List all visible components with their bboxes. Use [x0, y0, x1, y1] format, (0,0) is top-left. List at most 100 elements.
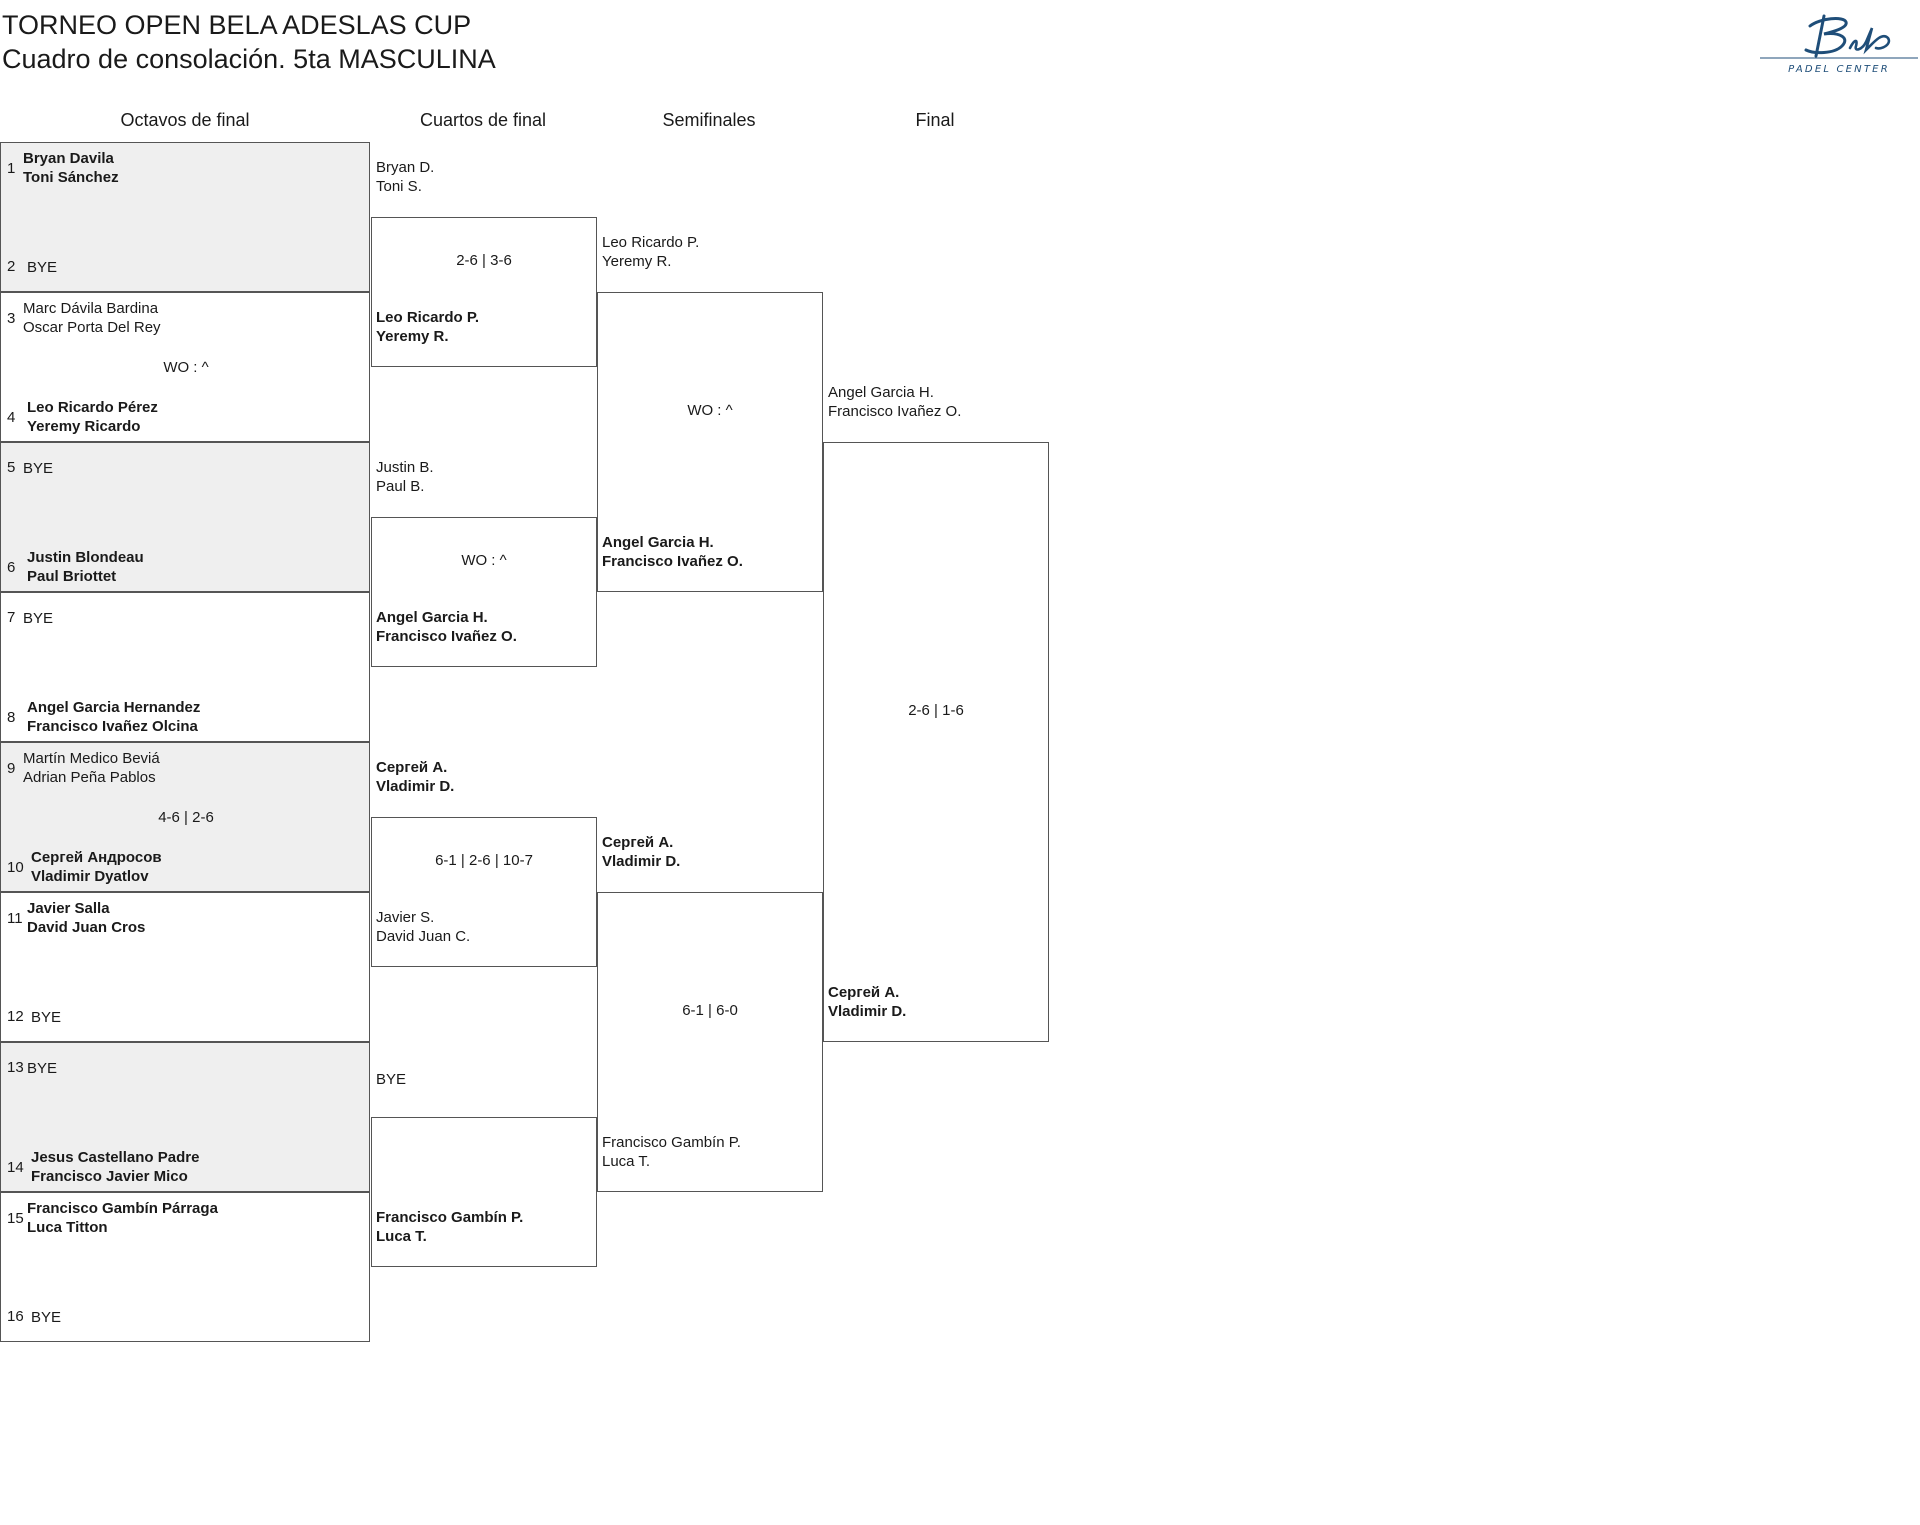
- cuartos-team-player: Bryan D.: [376, 159, 435, 176]
- team-name-player: Toni Sánchez: [23, 169, 119, 186]
- semifinales-team-player: Francisco Ivañez O.: [602, 553, 743, 570]
- cuartos-team: Javier S.David Juan C.: [376, 908, 470, 946]
- team-name: BYE: [23, 459, 53, 478]
- seed-number: 7: [7, 609, 16, 626]
- team-name: BYE: [31, 1008, 61, 1027]
- semifinales-team-player: Vladimir D.: [602, 853, 681, 870]
- semifinales-score: WO : ^: [687, 402, 733, 419]
- final-team-player: Vladimir D.: [828, 1003, 907, 1020]
- cuartos-team-player: Francisco Ivañez O.: [376, 628, 517, 645]
- cuartos-connector: [371, 817, 597, 967]
- team-name: BYE: [31, 1308, 61, 1327]
- team-name-player: Jesus Castellano Padre: [31, 1149, 200, 1166]
- seed-number: 5: [7, 459, 16, 476]
- team-name-player: BYE: [27, 1060, 58, 1077]
- team-name-player: BYE: [27, 259, 58, 276]
- semifinales-score: 6-1 | 6-0: [682, 1002, 738, 1019]
- team-name-player: Leo Ricardo Pérez: [27, 399, 158, 416]
- seed-number: 6: [7, 559, 16, 576]
- cuartos-team: Francisco Gambín P.Luca T.: [376, 1208, 523, 1246]
- cuartos-team-player: Yeremy R.: [376, 328, 449, 345]
- semifinales-team-player: Luca T.: [602, 1153, 651, 1170]
- final-score: 2-6 | 1-6: [908, 702, 964, 719]
- cuartos-team: Leo Ricardo P. Yeremy R.: [376, 308, 479, 346]
- cuartos-team: Justin B. Paul B.: [376, 458, 434, 496]
- team-name-player: BYE: [23, 610, 54, 627]
- semifinales-team-player: Leo Ricardo P.: [602, 234, 700, 251]
- team-name-player: Justin Blondeau: [27, 549, 144, 566]
- seed-number: 10: [7, 859, 24, 876]
- seed-number: 12: [7, 1008, 24, 1025]
- seed-number: 8: [7, 709, 16, 726]
- cuartos-connector: [371, 517, 597, 667]
- semifinales-team-player: Yeremy R.: [602, 253, 672, 270]
- round-header-cuartos: Cuartos de final: [419, 110, 547, 130]
- team-name-player: Francisco Gambín Párraga: [27, 1200, 218, 1217]
- final-team: Angel Garcia H. Francisco Ivañez O.: [828, 383, 961, 421]
- cuartos-team-player: Paul B.: [376, 478, 425, 495]
- cuartos-team-player: Francisco Gambín P.: [376, 1209, 524, 1226]
- cuartos-team: Сергей А.Vladimir D.: [376, 758, 454, 796]
- cuartos-team: BYE: [376, 1070, 406, 1089]
- match-score: WO : ^: [163, 359, 209, 376]
- final-team-player: Francisco Ivañez O.: [828, 403, 962, 420]
- cuartos-connector: [371, 1117, 597, 1267]
- cuartos-score: 2-6 | 3-6: [456, 252, 512, 269]
- round-header-final: Final: [915, 110, 955, 130]
- team-name: BYE: [27, 258, 57, 277]
- semifinales-team: Leo Ricardo P. Yeremy R.: [602, 233, 699, 271]
- cuartos-connector: [371, 217, 597, 367]
- team-name-player: Paul Briottet: [27, 568, 117, 585]
- team-name-player: BYE: [23, 460, 54, 477]
- bracket-subtitle: Cuadro de consolación. 5ta MASCULINA: [2, 44, 496, 74]
- team-name-player: Oscar Porta Del Rey: [23, 319, 161, 336]
- cuartos-team-player: Leo Ricardo P.: [376, 309, 480, 326]
- team-name-player: Yeremy Ricardo: [27, 418, 141, 435]
- semifinales-team-player: Сергей А.: [602, 834, 674, 851]
- cuartos-team: Bryan D. Toni S.: [376, 158, 434, 196]
- cuartos-team: Angel Garcia H.Francisco Ivañez O.: [376, 608, 517, 646]
- seed-number: 9: [7, 760, 16, 777]
- team-name-player: BYE: [31, 1309, 62, 1326]
- final-team-player: Angel Garcia H.: [828, 384, 934, 401]
- team-name-player: David Juan Cros: [27, 919, 146, 936]
- cuartos-team-player: Justin B.: [376, 459, 434, 476]
- final-connector: [823, 442, 1049, 1042]
- seed-number: 1: [7, 160, 16, 177]
- team-name: BYE: [27, 1059, 57, 1078]
- team-name-player: Сергей Андросов: [31, 849, 162, 866]
- cuartos-score: WO : ^: [461, 552, 507, 569]
- cuartos-team-player: Vladimir D.: [376, 778, 455, 795]
- team-name-player: Francisco Javier Mico: [31, 1168, 188, 1185]
- semifinales-team: Angel Garcia H.Francisco Ivañez O.: [602, 533, 743, 571]
- team-name-player: Javier Salla: [27, 900, 110, 917]
- logo-caption: PADEL CENTER: [1788, 64, 1890, 74]
- team-name-player: Angel Garcia Hernandez: [27, 699, 201, 716]
- team-name-player: Bryan Davila: [23, 150, 114, 167]
- seed-number: 2: [7, 258, 16, 275]
- team-name-player: BYE: [31, 1009, 62, 1026]
- team-name-player: Martín Medico Beviá: [23, 750, 160, 767]
- cuartos-team-player: BYE: [376, 1071, 407, 1088]
- match-score: 4-6 | 2-6: [158, 809, 214, 826]
- cuartos-team-player: David Juan C.: [376, 928, 471, 945]
- final-team-player: Сергей А.: [828, 984, 900, 1001]
- team-name-player: Vladimir Dyatlov: [31, 868, 149, 885]
- cuartos-team-player: Toni S.: [376, 178, 422, 195]
- semifinales-team: Сергей А. Vladimir D.: [602, 833, 680, 871]
